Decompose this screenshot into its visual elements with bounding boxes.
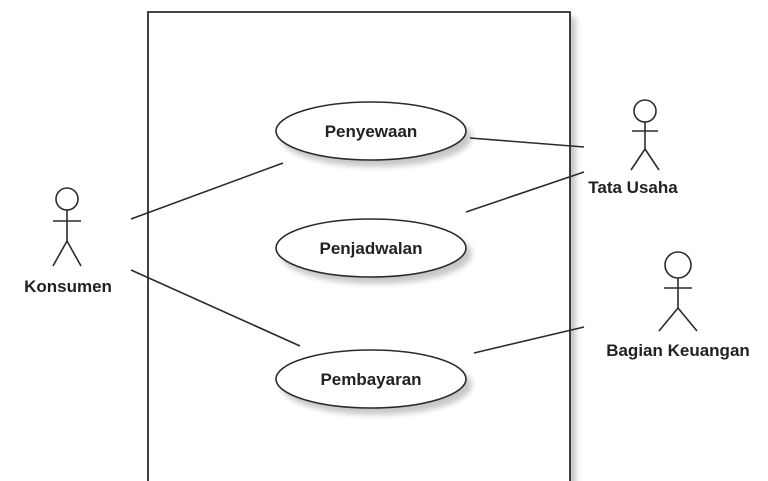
stick-figure-icon	[630, 99, 660, 171]
actor-tata-usaha: Tata Usaha	[588, 99, 678, 197]
stick-figure-icon	[52, 187, 82, 267]
actor-bagian-keuangan: Bagian Keuangan	[606, 251, 750, 360]
use-case-label-penyewaan: Penyewaan	[325, 122, 418, 141]
use-case-pembayaran: Pembayaran	[275, 349, 467, 409]
stick-figure-icon	[658, 251, 698, 332]
association-konsumen-pembayaran	[130, 269, 301, 347]
association-tatausaha-penyewaan	[469, 137, 585, 148]
use-case-penyewaan: Penyewaan	[275, 101, 467, 161]
use-case-label-pembayaran: Pembayaran	[320, 370, 421, 389]
use-case-label-penjadwalan: Penjadwalan	[320, 239, 423, 258]
actor-label-bagian-keuangan: Bagian Keuangan	[606, 341, 750, 360]
actor-label-konsumen: Konsumen	[24, 277, 112, 296]
use-case-penjadwalan: Penjadwalan	[275, 218, 467, 278]
association-konsumen-penyewaan	[130, 162, 284, 220]
actor-label-tata-usaha: Tata Usaha	[588, 178, 678, 197]
association-keuangan-pembayaran	[473, 326, 585, 354]
association-tatausaha-penjadwalan	[465, 171, 585, 213]
actor-konsumen: Konsumen	[24, 187, 112, 296]
